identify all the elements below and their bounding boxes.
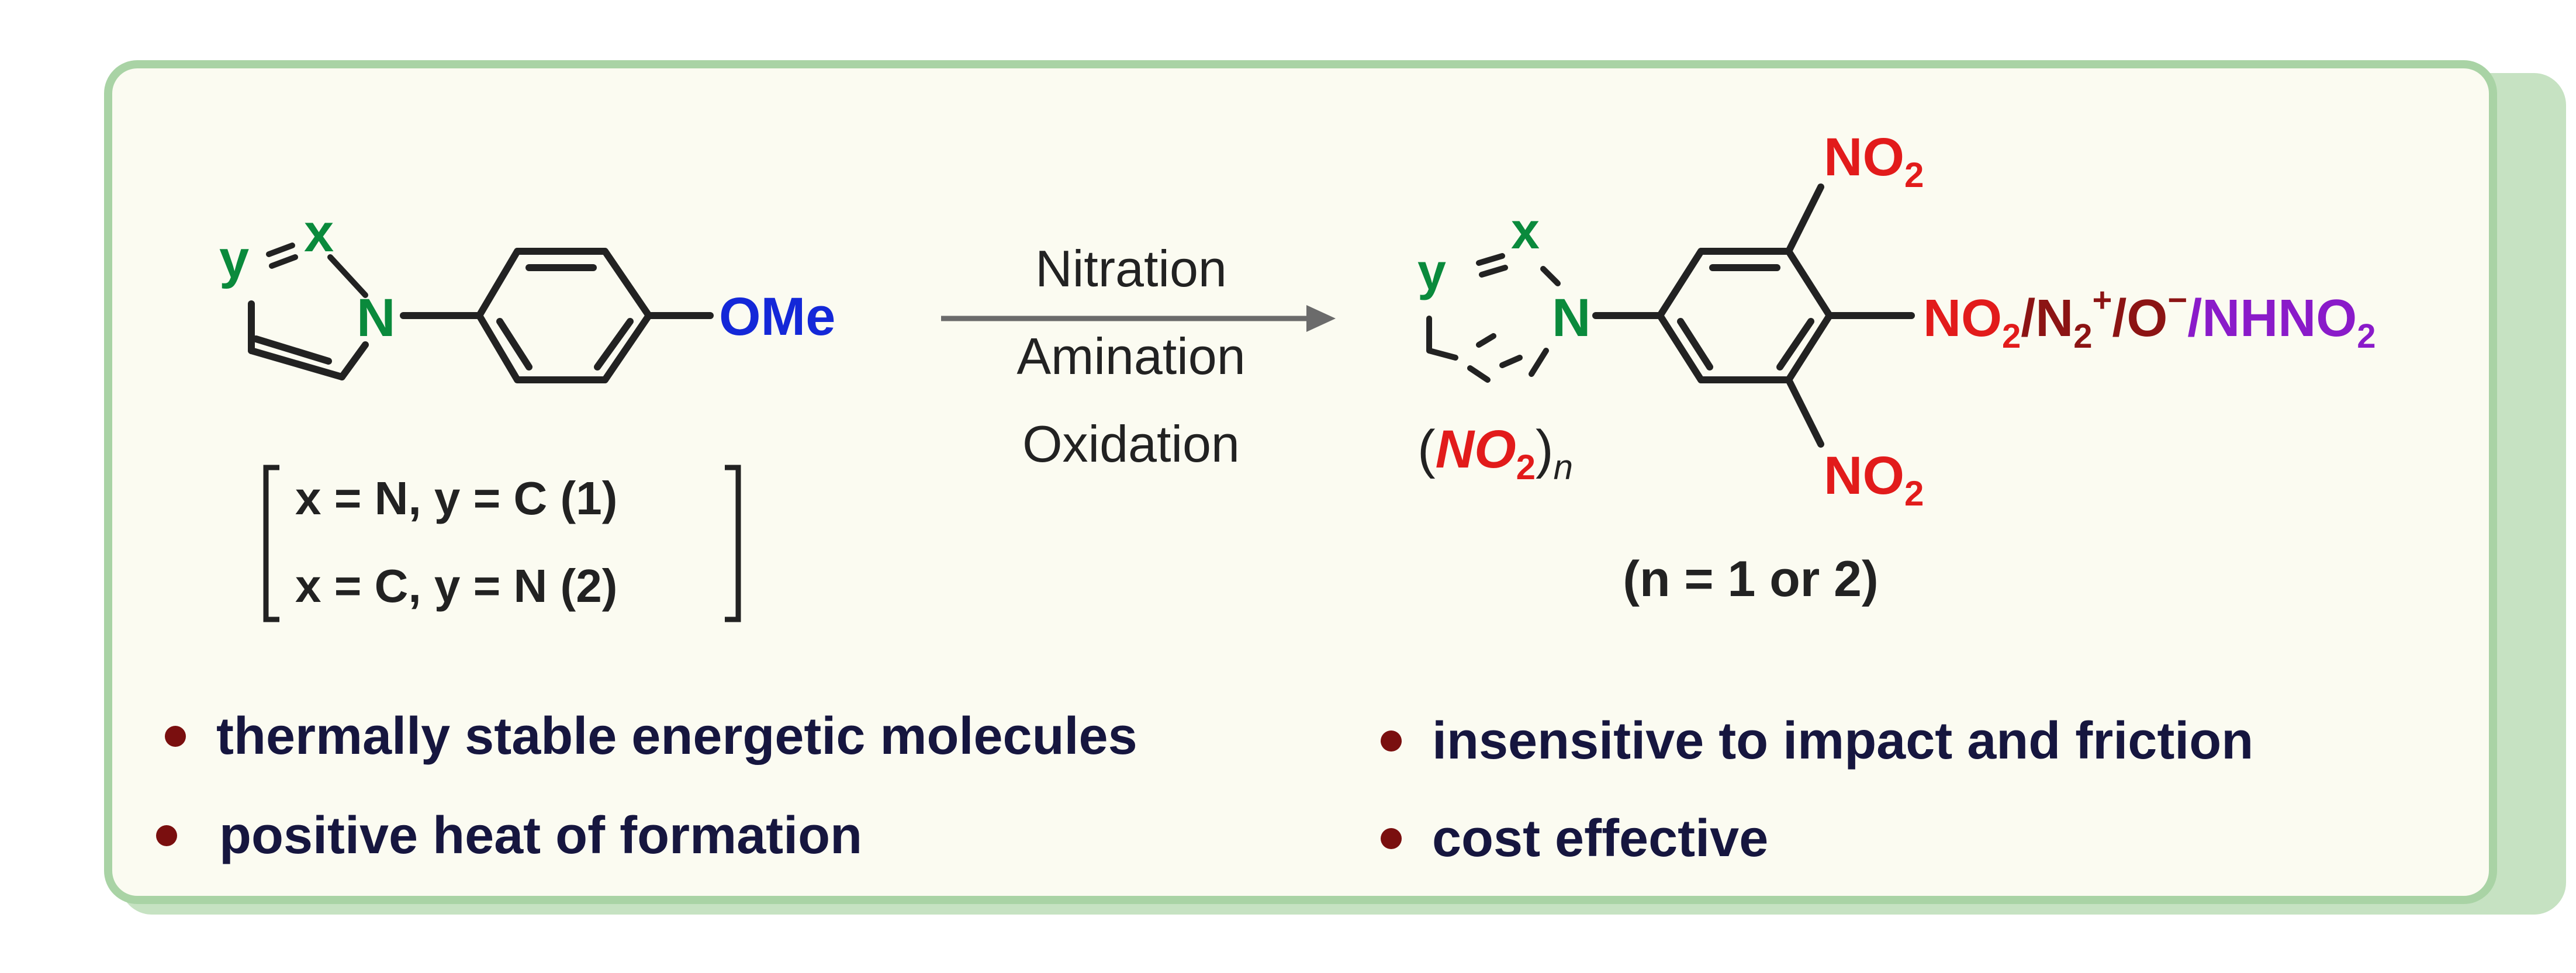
ring-nitro-subscript: 2 xyxy=(1516,448,1536,487)
ring-nitro-open-paren: ( xyxy=(1417,420,1436,479)
property-bullets: thermally stable energetic molecules pos… xyxy=(156,707,2253,868)
bottom-nitro-bond xyxy=(1785,376,1824,448)
para-diazonium: /N xyxy=(2021,289,2073,348)
bottom-nitro-subscript: 2 xyxy=(1904,474,1924,513)
bullet-dot-4 xyxy=(1381,828,1402,849)
product-ring-dash-1 xyxy=(1476,333,1496,348)
ring-nitro-close-paren: ) xyxy=(1536,420,1554,479)
right-bracket xyxy=(725,465,741,622)
product-ring-dash-3 xyxy=(1467,365,1491,383)
ring-bond-c-c xyxy=(248,347,345,380)
top-nitro-label: NO2 xyxy=(1824,127,1924,195)
para-diazonium-charge: + xyxy=(2093,281,2112,319)
ring-bond-x-n xyxy=(327,254,368,298)
para-diazonium-subscript: 2 xyxy=(2073,317,2092,355)
para-oxide: /O xyxy=(2112,289,2167,348)
ring-nitro-label: (NO2)n xyxy=(1417,420,1573,487)
definition-line-1: x = N, y = C (1) xyxy=(295,472,617,524)
ring-double-inner xyxy=(253,335,332,365)
product-ring-x-n xyxy=(1540,266,1561,286)
ring-nitro-group: NO xyxy=(1436,420,1516,479)
para-group-label: NO2/N2+/O−/NHNO2 xyxy=(1923,281,2376,355)
product-atom-x: x xyxy=(1511,202,1540,259)
reactant-structure: y x N OMe xyxy=(219,203,835,383)
left-bracket xyxy=(263,465,279,622)
product-ring-c-c xyxy=(1426,348,1458,361)
reaction-arrow: Nitration Amination Oxidation xyxy=(941,240,1336,473)
top-nitro-subscript: 2 xyxy=(1904,155,1924,195)
arrow-step-oxidation: Oxidation xyxy=(1022,415,1240,473)
para-nhno2: /NHNO xyxy=(2187,289,2357,348)
product-atom-y: y xyxy=(1417,243,1446,300)
reactant-atom-x: x xyxy=(304,203,334,263)
reactant-atom-y: y xyxy=(219,230,249,289)
product-ring-dash-2 xyxy=(1499,355,1523,368)
n-value-note: (n = 1 or 2) xyxy=(1623,551,1878,607)
arrow-step-amination: Amination xyxy=(1016,327,1245,385)
reactant-definitions: x = N, y = C (1) x = C, y = N (2) xyxy=(263,465,741,622)
product-ring-x-y-a xyxy=(1476,253,1505,266)
arrow-head xyxy=(1306,305,1336,332)
product-ring-x-y-b xyxy=(1479,265,1508,278)
product-atom-n: N xyxy=(1552,288,1590,348)
reactant-benzene-inner-3 xyxy=(496,318,533,370)
bullet-dot-3 xyxy=(1381,730,1402,752)
ring-bond-n-c xyxy=(338,341,369,380)
bullet-dot-2 xyxy=(156,825,177,846)
bullet-dot-1 xyxy=(165,726,186,747)
para-nhno2-subscript: 2 xyxy=(2357,317,2376,355)
bullet-text-4: cost effective xyxy=(1432,809,1768,868)
bullet-text-3: insensitive to impact and friction xyxy=(1432,712,2253,770)
ring-x-y-double-a xyxy=(266,243,295,257)
definition-line-2: x = C, y = N (2) xyxy=(295,560,617,612)
arrow-step-nitration: Nitration xyxy=(1035,240,1227,297)
product-benzene-inner-3 xyxy=(1677,318,1713,370)
ring-nitro-index: n xyxy=(1554,448,1573,487)
top-nitro-bond xyxy=(1785,183,1824,255)
bullet-text-2: positive heat of formation xyxy=(219,806,862,865)
product-structure: y x N (NO2)n NO2 NO2 NO2/N2+/O−/NHNO2 (n… xyxy=(1417,127,2376,607)
bottom-nitro-group: NO xyxy=(1824,446,1904,505)
reactant-atom-n: N xyxy=(357,288,395,348)
bottom-nitro-label: NO2 xyxy=(1824,446,1924,513)
methoxy-label: OMe xyxy=(719,287,835,347)
product-benzene-inner-2 xyxy=(1776,318,1814,370)
para-nitro: NO xyxy=(1923,289,2002,348)
panel xyxy=(104,60,2497,904)
bullet-text-1: thermally stable energetic molecules xyxy=(216,707,1137,766)
para-nitro-subscript: 2 xyxy=(2002,317,2021,355)
product-ring-n-c xyxy=(1529,348,1549,377)
top-nitro-group: NO xyxy=(1824,127,1904,187)
reactant-benzene-inner-2 xyxy=(594,318,634,370)
ring-x-y-double-b xyxy=(269,254,298,269)
para-oxide-charge: − xyxy=(2167,281,2187,319)
